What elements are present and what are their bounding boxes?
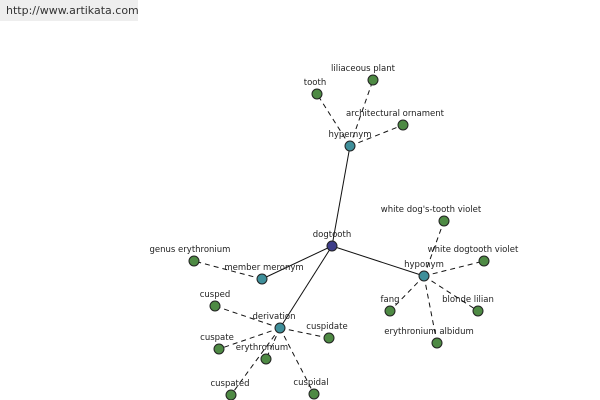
edge-hyponym-erythronium-albidum [423, 275, 438, 344]
edge-derivation-cuspate [218, 327, 281, 350]
leaf-node-dot [213, 343, 225, 355]
leaf-node-cusped[interactable]: cusped [200, 290, 231, 312]
relation-node-dot [274, 322, 286, 334]
leaf-node-dot [438, 215, 450, 227]
leaf-node-label: genus erythronium [150, 245, 231, 255]
relation-node-dot [256, 273, 268, 285]
relation-node-label: hypernym [328, 130, 371, 140]
leaf-node-cuspated[interactable]: cuspated [210, 379, 250, 400]
edge-derivation-cusped [214, 305, 281, 329]
leaf-node-white-dogtooth-violet[interactable]: white dogtooth violet [428, 245, 519, 267]
edge-derivation-cuspated [230, 327, 281, 396]
edge-root-hypernym [331, 145, 351, 247]
leaf-node-liliaceous-plant[interactable]: liliaceous plant [331, 64, 396, 86]
leaf-node-label: cuspate [200, 333, 234, 343]
leaf-node-dot [472, 305, 484, 317]
leaf-node-architectural-ornament[interactable]: architectural ornament [346, 109, 445, 131]
leaf-node-dot [323, 332, 335, 344]
leaf-node-label: erythronium albidum [384, 327, 474, 337]
relation-node-hypernym[interactable]: hypernym [328, 130, 372, 152]
leaf-node-dot [311, 88, 323, 100]
leaf-node-label: cuspidal [293, 378, 328, 388]
site-link[interactable]: http://www.artikata.com [0, 0, 139, 21]
leaf-node-label: white dogtooth violet [428, 245, 519, 255]
edge-root-hyponym [331, 245, 425, 277]
leaf-node-erythronium-albidum[interactable]: erythronium albidum [384, 327, 474, 349]
leaf-node-label: liliaceous plant [331, 64, 396, 74]
leaf-node-dot [209, 300, 221, 312]
relation-node-dot [418, 270, 430, 282]
leaf-node-blonde-lilian[interactable]: blonde lilian [442, 295, 494, 317]
root-node-label: dogtooth [313, 230, 351, 240]
leaf-node-white-dog-s-tooth-violet[interactable]: white dog's-tooth violet [381, 205, 482, 227]
graph-edges [193, 79, 485, 396]
edge-root-member-meronym [261, 245, 333, 280]
edge-hyponym-white-dogtooth-violet [423, 260, 485, 277]
leaf-node-label: white dog's-tooth violet [381, 205, 482, 215]
leaf-node-label: blonde lilian [442, 295, 494, 305]
leaf-node-tooth[interactable]: tooth [304, 78, 326, 100]
leaf-node-dot [431, 337, 443, 349]
leaf-node-erythronium[interactable]: erythronium [236, 343, 288, 365]
edge-member-meronym-genus-erythronium [193, 260, 263, 280]
leaf-node-dot [308, 388, 320, 400]
relation-node-derivation[interactable]: derivation [252, 312, 296, 334]
edge-hyponym-fang [389, 275, 425, 312]
graph-nodes: liliaceous plant tooth architectural ornam… [150, 64, 519, 400]
leaf-node-label: cuspated [210, 379, 249, 389]
leaf-node-dot [397, 119, 409, 131]
leaf-node-cuspidal[interactable]: cuspidal [293, 378, 329, 400]
relation-node-label: derivation [252, 312, 295, 322]
leaf-node-dot [260, 353, 272, 365]
relation-node-label: member meronym [224, 263, 303, 273]
root-node-dot [326, 240, 338, 252]
leaf-node-label: cuspidate [306, 322, 347, 332]
edge-hyponym-blonde-lilian [423, 275, 479, 312]
relation-node-hyponym[interactable]: hyponym [404, 260, 444, 282]
leaf-node-genus-erythronium[interactable]: genus erythronium [150, 245, 231, 267]
edge-derivation-cuspidal [279, 327, 315, 395]
leaf-node-cuspate[interactable]: cuspate [200, 333, 234, 355]
edge-derivation-erythronium [265, 327, 281, 360]
leaf-node-dot [384, 305, 396, 317]
leaf-node-label: fang [381, 295, 400, 305]
root-node-dogtooth[interactable]: dogtooth [313, 230, 351, 252]
leaf-node-cuspidate[interactable]: cuspidate [306, 322, 348, 344]
relation-node-label: hyponym [404, 260, 444, 270]
edge-hypernym-tooth [316, 93, 351, 147]
leaf-node-dot [225, 389, 237, 400]
relation-node-member-meronym[interactable]: member meronym [224, 263, 304, 285]
leaf-node-label: architectural ornament [346, 109, 445, 119]
edge-hypernym-liliaceous-plant [349, 79, 374, 147]
leaf-node-label: cusped [200, 290, 231, 300]
leaf-node-label: tooth [304, 78, 326, 88]
edge-hypernym-architectural-ornament [349, 124, 404, 147]
leaf-node-dot [367, 74, 379, 86]
edge-hyponym-white-dog-s-tooth-violet [423, 220, 445, 277]
edge-root-derivation [279, 245, 333, 329]
leaf-node-fang[interactable]: fang [381, 295, 400, 317]
leaf-node-label: erythronium [236, 343, 288, 353]
leaf-node-dot [478, 255, 490, 267]
leaf-node-dot [188, 255, 200, 267]
relation-node-dot [344, 140, 356, 152]
